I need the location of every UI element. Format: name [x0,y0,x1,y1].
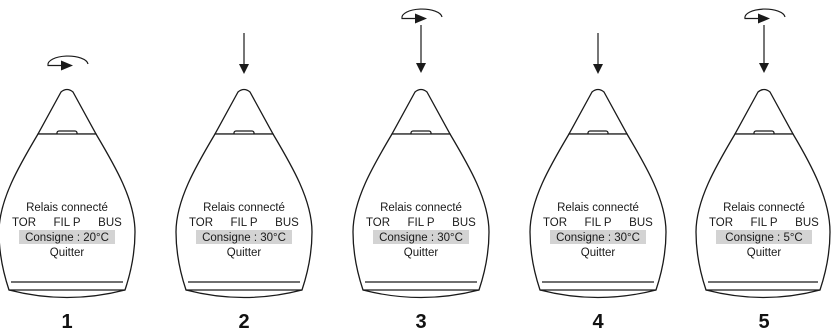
thermostat-device [175,88,313,299]
rotate-arrow-icon [47,55,89,71]
step-number: 4 [592,311,604,333]
screen-line-relais: Relais connecté [26,202,108,214]
option-fil-p: FIL P [230,217,257,229]
device-screen: Relais connecté TOR FIL P BUS Consigne :… [709,202,819,259]
setpoint-value: Consigne : 30°C [556,232,640,244]
option-bus: BUS [795,217,819,229]
thermostat-device [695,88,831,299]
device-screen: Relais connecté TOR FIL P BUS Consigne :… [366,202,476,259]
step-2: Relais connecté TOR FIL P BUS Consigne :… [175,33,313,333]
screen-line-relais: Relais connecté [203,202,285,214]
screen-line-relais: Relais connecté [557,202,639,214]
quit-option: Quitter [404,247,439,259]
step-5: Relais connecté TOR FIL P BUS Consigne :… [695,8,831,333]
press-arrow-icon [593,33,603,74]
quit-option: Quitter [581,247,616,259]
option-tor: TOR [189,217,213,229]
setpoint-highlight [550,230,646,244]
quit-option: Quitter [747,247,782,259]
device-screen: Relais connecté TOR FIL P BUS Consigne :… [12,202,122,259]
screen-line-relais: Relais connecté [380,202,462,214]
option-fil-p: FIL P [407,217,434,229]
step-4: Relais connecté TOR FIL P BUS Consigne :… [529,33,667,333]
option-fil-p: FIL P [584,217,611,229]
rotate-press-arrow-icon [401,8,443,73]
option-fil-p: FIL P [750,217,777,229]
step-number: 1 [61,311,72,333]
thermostat-device [529,88,667,299]
setpoint-value: Consigne : 30°C [202,232,286,244]
option-bus: BUS [98,217,122,229]
option-bus: BUS [452,217,476,229]
device-screen: Relais connecté TOR FIL P BUS Consigne :… [189,202,299,259]
option-fil-p: FIL P [53,217,80,229]
thermostat-device [0,88,136,299]
setpoint-highlight [716,230,812,244]
step-3: Relais connecté TOR FIL P BUS Consigne :… [352,8,490,333]
step-1: Relais connecté TOR FIL P BUS Consigne :… [0,55,136,333]
option-bus: BUS [629,217,653,229]
option-tor: TOR [709,217,733,229]
quit-option: Quitter [227,247,262,259]
option-bus: BUS [275,217,299,229]
screen-line-relais: Relais connecté [723,202,805,214]
setpoint-highlight [19,230,115,244]
setpoint-value: Consigne : 20°C [25,232,109,244]
step-number: 3 [415,311,426,333]
option-tor: TOR [12,217,36,229]
option-tor: TOR [543,217,567,229]
quit-option: Quitter [50,247,85,259]
thermostat-device [352,88,490,299]
setpoint-highlight [373,230,469,244]
setpoint-value: Consigne : 30°C [379,232,463,244]
setpoint-highlight [196,230,292,244]
setpoint-value: Consigne : 5°C [725,232,802,244]
device-screen: Relais connecté TOR FIL P BUS Consigne :… [543,202,653,259]
press-arrow-icon [239,33,249,74]
step-number: 5 [758,311,769,333]
option-tor: TOR [366,217,390,229]
rotate-press-arrow-icon [744,8,786,73]
step-number: 2 [238,311,249,333]
